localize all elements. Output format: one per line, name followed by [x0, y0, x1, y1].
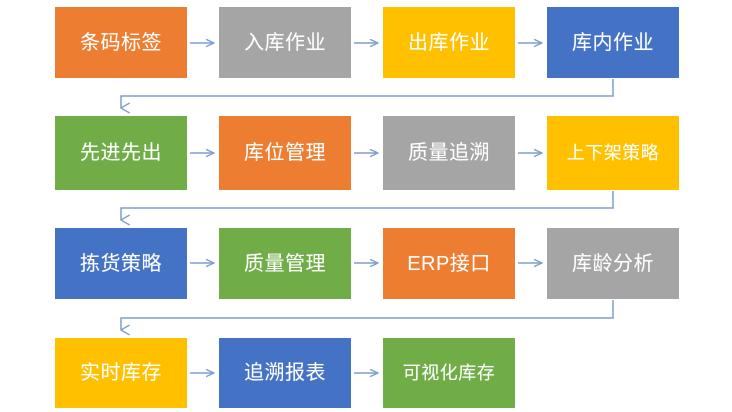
node-realtime-inventory[interactable]: 实时库存 — [55, 338, 187, 408]
node-fifo[interactable]: 先进先出 — [55, 116, 187, 190]
wrap-connector-row3-row4 — [120, 300, 614, 336]
node-label: 质量管理 — [244, 252, 326, 275]
node-quality-traceability[interactable]: 质量追溯 — [383, 116, 515, 190]
node-label: 上下架策略 — [566, 143, 660, 163]
node-label: 条码标签 — [80, 31, 162, 54]
node-label: ERP接口 — [407, 252, 491, 275]
node-label: 追溯报表 — [244, 362, 326, 384]
node-label: 入库作业 — [244, 31, 326, 54]
wrap-connector-row2-row3 — [120, 191, 614, 226]
node-in-warehouse-operation[interactable]: 库内作业 — [547, 7, 679, 78]
node-label: 库位管理 — [244, 142, 326, 164]
node-quality-management[interactable]: 质量管理 — [219, 228, 351, 299]
node-outbound-operation[interactable]: 出库作业 — [383, 7, 515, 78]
node-traceability-report[interactable]: 追溯报表 — [219, 338, 351, 408]
node-putaway-picking-strategy[interactable]: 上下架策略 — [547, 116, 679, 190]
wrap-connectors — [120, 79, 614, 336]
node-barcode-label[interactable]: 条码标签 — [55, 7, 187, 78]
node-inventory-age-analysis[interactable]: 库龄分析 — [547, 228, 679, 299]
node-inbound-operation[interactable]: 入库作业 — [219, 7, 351, 78]
horizontal-arrows — [190, 43, 542, 373]
node-label: 先进先出 — [80, 142, 162, 164]
node-erp-interface[interactable]: ERP接口 — [383, 228, 515, 299]
node-label: 可视化库存 — [402, 363, 496, 383]
node-location-management[interactable]: 库位管理 — [219, 116, 351, 190]
node-label: 质量追溯 — [408, 142, 490, 164]
node-label: 实时库存 — [80, 362, 162, 384]
node-label: 拣货策略 — [80, 252, 162, 275]
node-label: 库龄分析 — [572, 252, 654, 275]
wrap-connector-row1-row2 — [120, 79, 614, 114]
node-label: 库内作业 — [572, 31, 654, 54]
node-picking-strategy[interactable]: 拣货策略 — [55, 228, 187, 299]
node-visualized-inventory[interactable]: 可视化库存 — [383, 338, 515, 408]
node-label: 出库作业 — [408, 31, 490, 54]
